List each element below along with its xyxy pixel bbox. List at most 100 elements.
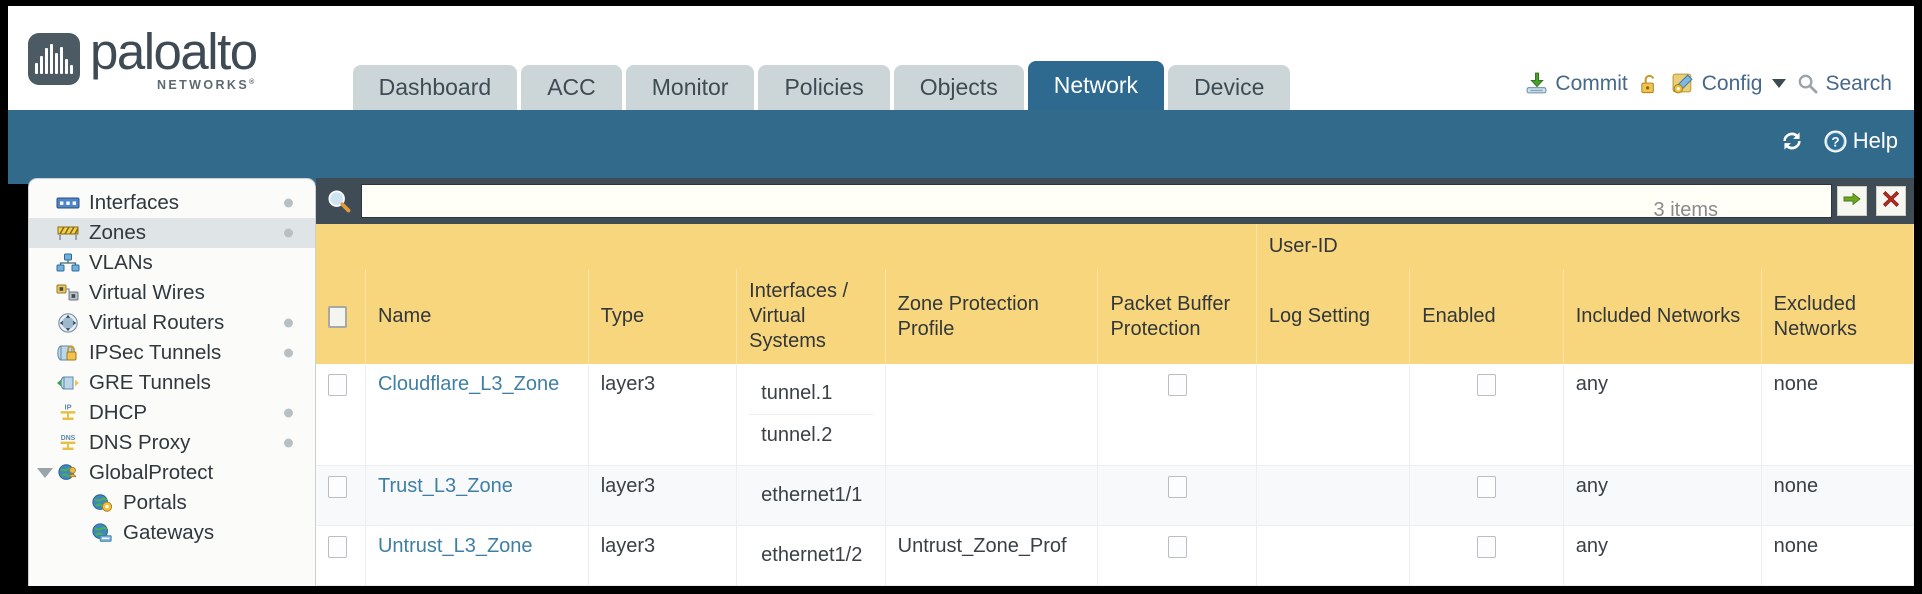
brand-subtitle: NETWORKS® xyxy=(156,78,257,93)
column-header-type[interactable]: Type xyxy=(588,269,738,364)
cell-included-networks: any xyxy=(1563,525,1762,586)
virtual-wires-icon xyxy=(55,282,81,304)
zone-name-link[interactable]: Cloudflare_L3_Zone xyxy=(377,373,560,395)
sidebar-item-gre-tunnels[interactable]: GRE Tunnels xyxy=(29,368,315,398)
refresh-icon[interactable] xyxy=(1779,128,1805,154)
packet-buffer-protection-checkbox[interactable] xyxy=(1167,475,1187,498)
interface-item: ethernet1/1 xyxy=(761,484,863,506)
brand-name: paloalto xyxy=(90,23,258,81)
cell-name[interactable]: Cloudflare_L3_Zone xyxy=(365,364,589,466)
sidebar-item-virtual-routers[interactable]: Virtual Routers xyxy=(29,308,315,338)
tab-device[interactable]: Device xyxy=(1168,64,1291,110)
caret-down-icon[interactable] xyxy=(37,468,53,478)
cell-zone-protection-profile xyxy=(885,465,1099,526)
sidebar-item-virtual-wires[interactable]: Virtual Wires xyxy=(29,278,315,308)
gre-tunnels-icon xyxy=(55,372,81,394)
cell-name[interactable]: Untrust_L3_Zone xyxy=(365,525,589,586)
sidebar-item-portals[interactable]: Portals xyxy=(29,488,315,518)
sidebar-item-dhcp[interactable]: IP DHCP xyxy=(29,398,315,428)
sidebar-item-label: Portals xyxy=(123,491,187,514)
sidebar-item-zones[interactable]: Zones xyxy=(29,218,315,248)
cell-type: layer3 xyxy=(588,465,738,526)
select-all-header xyxy=(316,269,366,364)
userid-enabled-checkbox[interactable] xyxy=(1476,475,1496,498)
row-checkbox[interactable] xyxy=(328,475,347,498)
column-header-interfaces-virtual-systems[interactable]: Interfaces / Virtual Systems xyxy=(736,269,886,364)
magnifier-icon xyxy=(1796,72,1819,95)
dns-proxy-icon: DNS xyxy=(55,432,81,454)
cell-packet-buffer-protection xyxy=(1097,364,1257,466)
tab-objects[interactable]: Objects xyxy=(893,64,1024,110)
row-checkbox[interactable] xyxy=(328,373,347,396)
tab-dashboard[interactable]: Dashboard xyxy=(352,64,518,110)
zones-barrier-icon xyxy=(55,222,81,244)
packet-buffer-protection-checkbox[interactable] xyxy=(1167,373,1187,396)
column-header-name[interactable]: Name xyxy=(365,269,589,364)
sidebar-item-label: Gateways xyxy=(123,521,215,544)
zones-content-panel: 3 items xyxy=(316,178,1915,586)
sidebar-item-dns-proxy[interactable]: DNS DNS Proxy xyxy=(29,428,315,458)
commit-button[interactable]: Commit xyxy=(1524,71,1628,96)
tab-monitor[interactable]: Monitor xyxy=(625,64,755,110)
chevron-down-icon xyxy=(1772,79,1787,88)
help-label: Help xyxy=(1852,128,1898,153)
lock-button[interactable] xyxy=(1638,72,1661,96)
column-header-userid-enabled[interactable]: Enabled xyxy=(1409,269,1564,364)
config-dropdown[interactable]: Config xyxy=(1671,71,1787,96)
table-row[interactable]: Untrust_L3_Zone layer3 ethernet1/2 Untru… xyxy=(316,525,1915,586)
question-circle-icon: ? xyxy=(1823,129,1848,154)
ipsec-tunnels-icon xyxy=(55,342,81,364)
main-navigation-tabs: Dashboard ACC Monitor Policies Objects N… xyxy=(352,60,1291,110)
sidebar-item-interfaces[interactable]: Interfaces xyxy=(29,188,315,218)
filter-search-input[interactable] xyxy=(361,184,1832,218)
svg-text:IP: IP xyxy=(65,402,72,411)
cell-userid-enabled xyxy=(1409,364,1564,466)
table-row[interactable]: Trust_L3_Zone layer3 ethernet1/1 any xyxy=(316,465,1915,526)
green-arrow-right-icon xyxy=(1842,189,1862,214)
paloalto-logo-mark xyxy=(28,33,80,86)
userid-enabled-checkbox[interactable] xyxy=(1476,535,1496,558)
cell-log-setting xyxy=(1256,525,1411,586)
globalprotect-icon xyxy=(55,462,81,484)
interface-item: tunnel.2 xyxy=(761,424,833,446)
config-wrench-gear-icon xyxy=(1671,71,1696,96)
column-header-included-networks[interactable]: Included Networks xyxy=(1563,269,1762,364)
sidebar-item-label: GlobalProtect xyxy=(89,461,214,484)
tab-acc[interactable]: ACC xyxy=(521,64,622,110)
sidebar-item-ipsec-tunnels[interactable]: IPSec Tunnels xyxy=(29,338,315,368)
sidebar-item-gateways[interactable]: Gateways xyxy=(29,518,315,548)
help-button[interactable]: ? Help xyxy=(1823,128,1898,154)
cell-included-networks: any xyxy=(1563,364,1762,466)
clear-filter-button[interactable] xyxy=(1876,186,1906,216)
column-header-log-setting[interactable]: Log Setting xyxy=(1256,269,1411,364)
column-header-zone-protection-profile[interactable]: Zone Protection Profile xyxy=(885,269,1099,364)
zone-name-link[interactable]: Untrust_L3_Zone xyxy=(377,535,533,557)
select-all-checkbox[interactable] xyxy=(328,305,347,328)
svg-text:DNS: DNS xyxy=(61,435,76,442)
column-header-excluded-networks[interactable]: Excluded Networks xyxy=(1761,269,1915,364)
sidebar-item-globalprotect[interactable]: GlobalProtect xyxy=(29,458,315,488)
row-checkbox[interactable] xyxy=(328,535,347,558)
tab-policies[interactable]: Policies xyxy=(758,64,890,110)
red-x-icon xyxy=(1881,189,1901,214)
cell-userid-enabled xyxy=(1409,525,1564,586)
row-select-cell xyxy=(316,364,366,466)
column-header-packet-buffer-protection[interactable]: Packet Buffer Protection xyxy=(1097,269,1257,364)
logo-waveform-icon xyxy=(35,44,73,75)
tab-network[interactable]: Network xyxy=(1027,60,1165,110)
sub-header-actions: ? Help xyxy=(1779,128,1898,154)
apply-filter-button[interactable] xyxy=(1837,186,1867,216)
interface-item: tunnel.1 xyxy=(749,373,873,415)
cell-zone-protection-profile xyxy=(885,364,1099,466)
status-dot xyxy=(284,348,293,358)
search-button[interactable]: Search xyxy=(1796,72,1892,96)
userid-enabled-checkbox[interactable] xyxy=(1476,373,1496,396)
magnifier-icon[interactable] xyxy=(322,188,357,215)
zone-name-link[interactable]: Trust_L3_Zone xyxy=(377,475,513,497)
table-row[interactable]: Cloudflare_L3_Zone layer3 tunnel.1 tunne… xyxy=(316,364,1915,466)
packet-buffer-protection-checkbox[interactable] xyxy=(1167,535,1187,558)
cell-name[interactable]: Trust_L3_Zone xyxy=(365,465,589,526)
sidebar-item-vlans[interactable]: VLANs xyxy=(29,248,315,278)
sidebar-item-label: Interfaces xyxy=(89,191,180,214)
